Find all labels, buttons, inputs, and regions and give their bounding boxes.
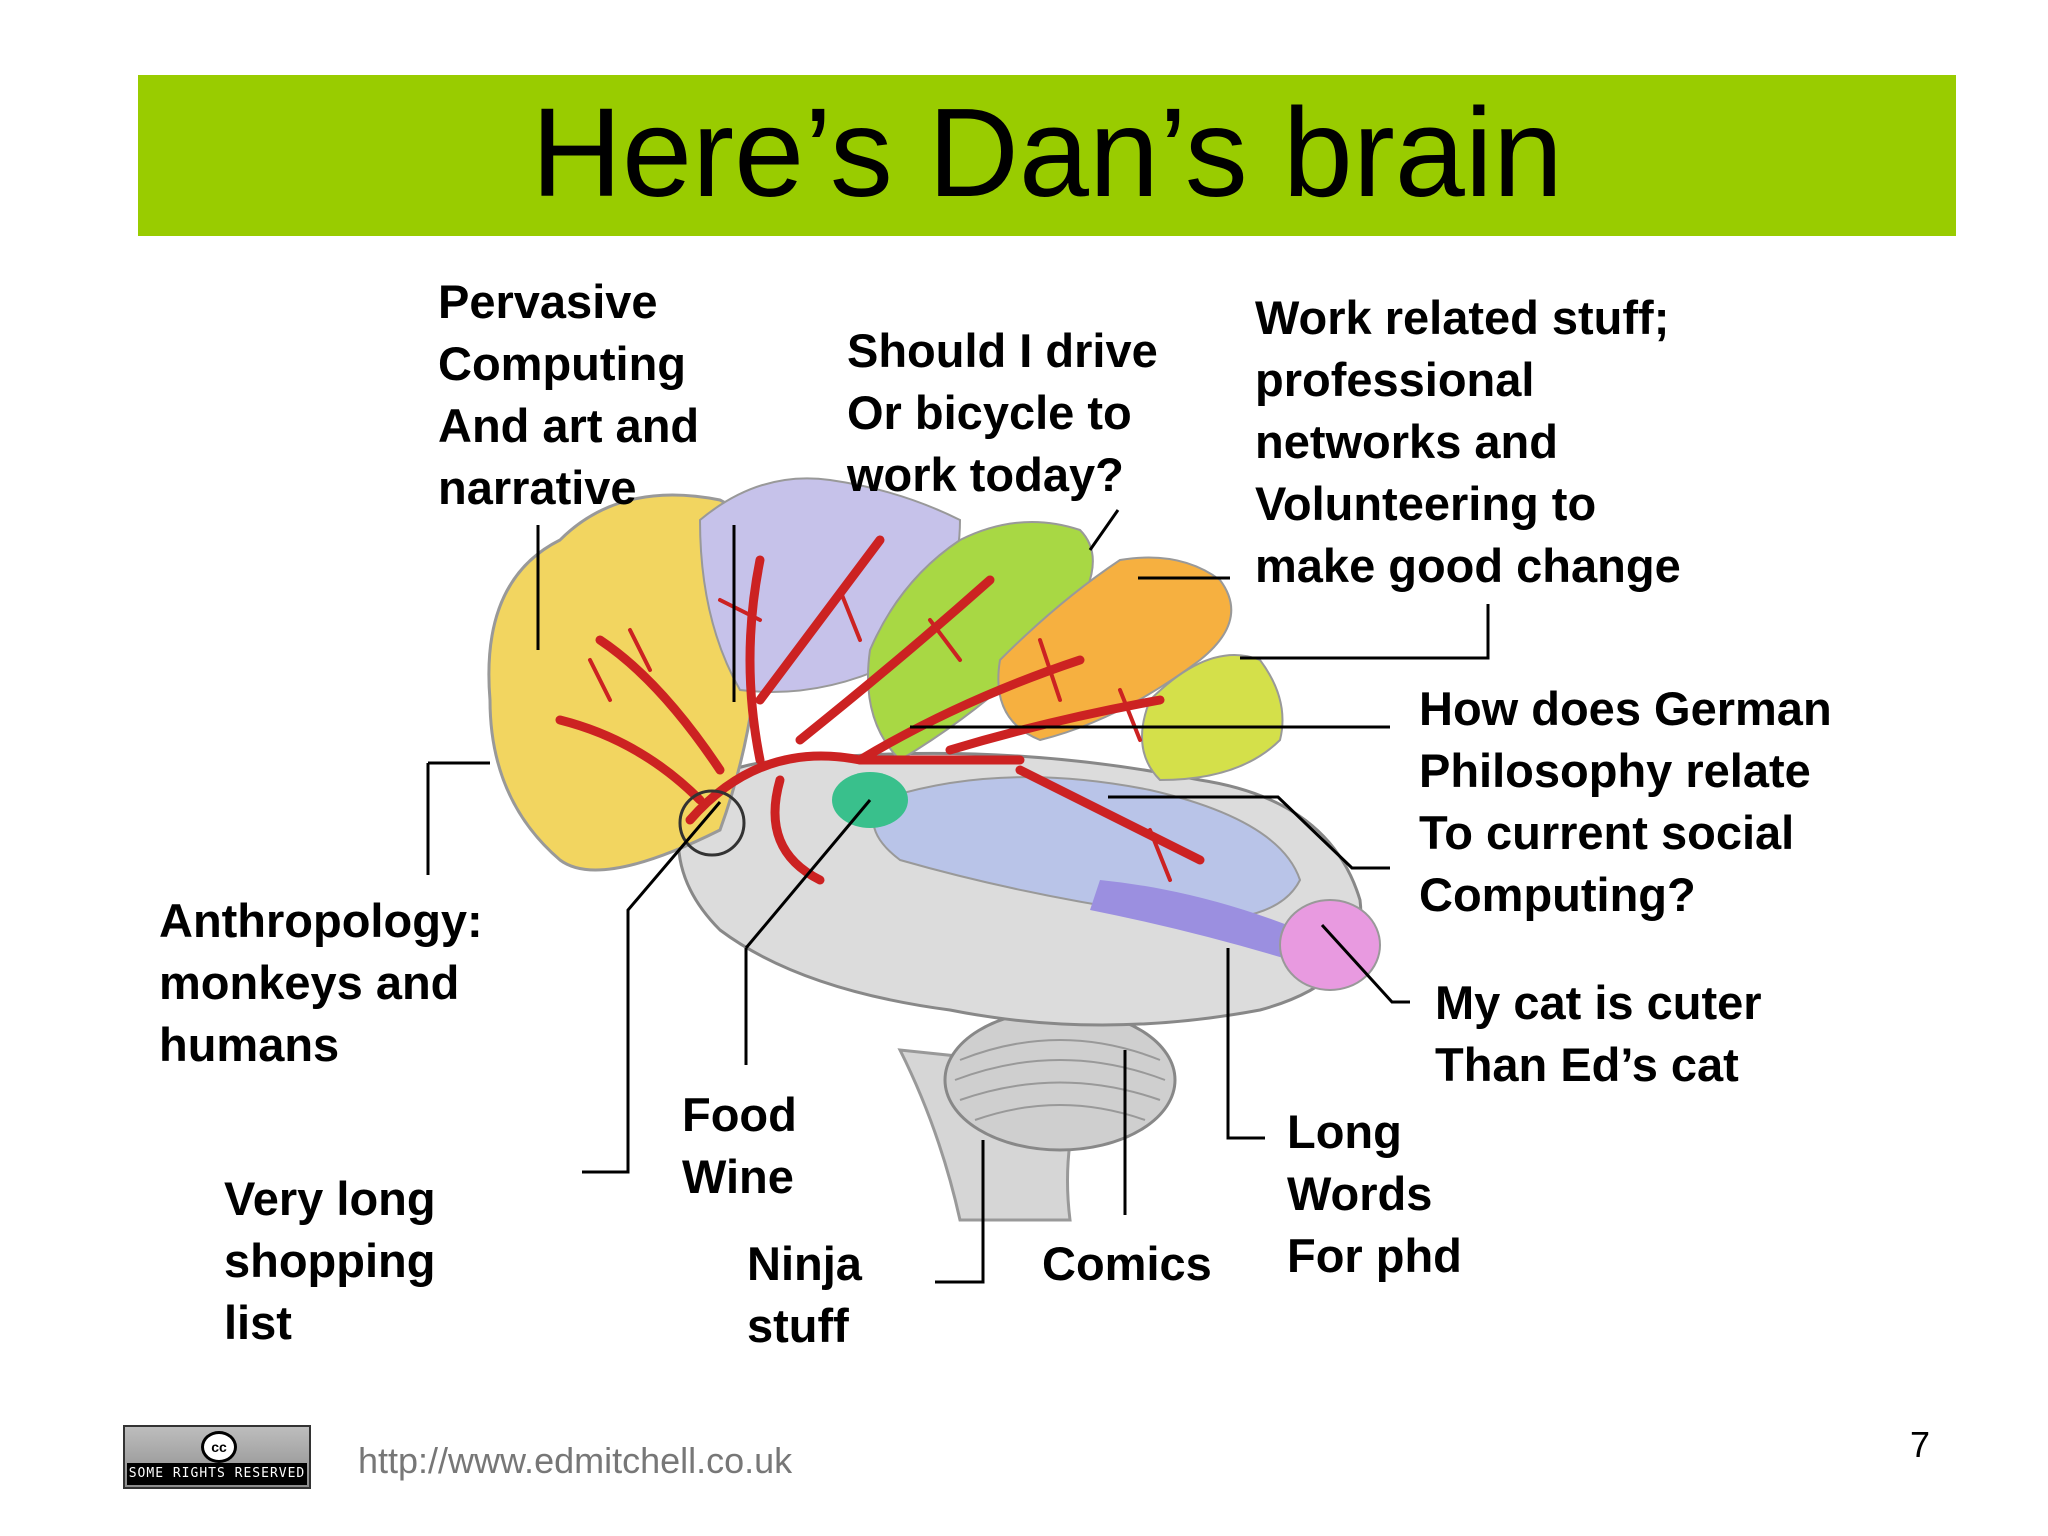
label-comics: Comics	[1042, 1237, 1212, 1290]
label-cat: My cat is cuter Than Ed’s cat	[1435, 976, 1762, 1091]
occipital-lobe	[1279, 899, 1381, 991]
label-long-words: Long Words For phd	[1287, 1105, 1462, 1282]
violet-band	[1090, 880, 1300, 960]
label-work: Work related stuff; professional network…	[1255, 291, 1681, 592]
leader-lines	[426, 509, 1490, 1284]
region-circle	[678, 789, 746, 857]
label-drive: Should I drive Or bicycle to work today?	[847, 324, 1158, 501]
title-bar: Here’s Dan’s brain	[138, 75, 1956, 236]
badge-text: SOME RIGHTS RESERVED	[127, 1463, 307, 1485]
footer-url[interactable]: http://www.edmitchell.co.uk	[358, 1440, 793, 1481]
cc-license-badge[interactable]: cc SOME RIGHTS RESERVED	[123, 1425, 311, 1489]
slide-title: Here’s Dan’s brain	[531, 82, 1563, 223]
creative-commons-icon: cc	[201, 1431, 237, 1463]
posterior-area	[1141, 654, 1284, 782]
motor-area	[867, 521, 1094, 762]
label-ninja: Ninja stuff	[747, 1237, 862, 1352]
label-shopping: Very long shopping list	[224, 1172, 436, 1349]
blood-vessels	[555, 535, 1205, 885]
label-anthropology: Anthropology: monkeys and humans	[159, 894, 483, 1071]
label-food: Food Wine	[682, 1088, 797, 1203]
label-pervasive: Pervasive Computing And art and narrativ…	[438, 275, 700, 514]
label-german: How does German Philosophy relate To cur…	[1419, 682, 1832, 921]
page-number: 7	[1910, 1424, 1931, 1465]
temporal-blue-area	[872, 776, 1302, 922]
cerebellum	[943, 1008, 1177, 1152]
